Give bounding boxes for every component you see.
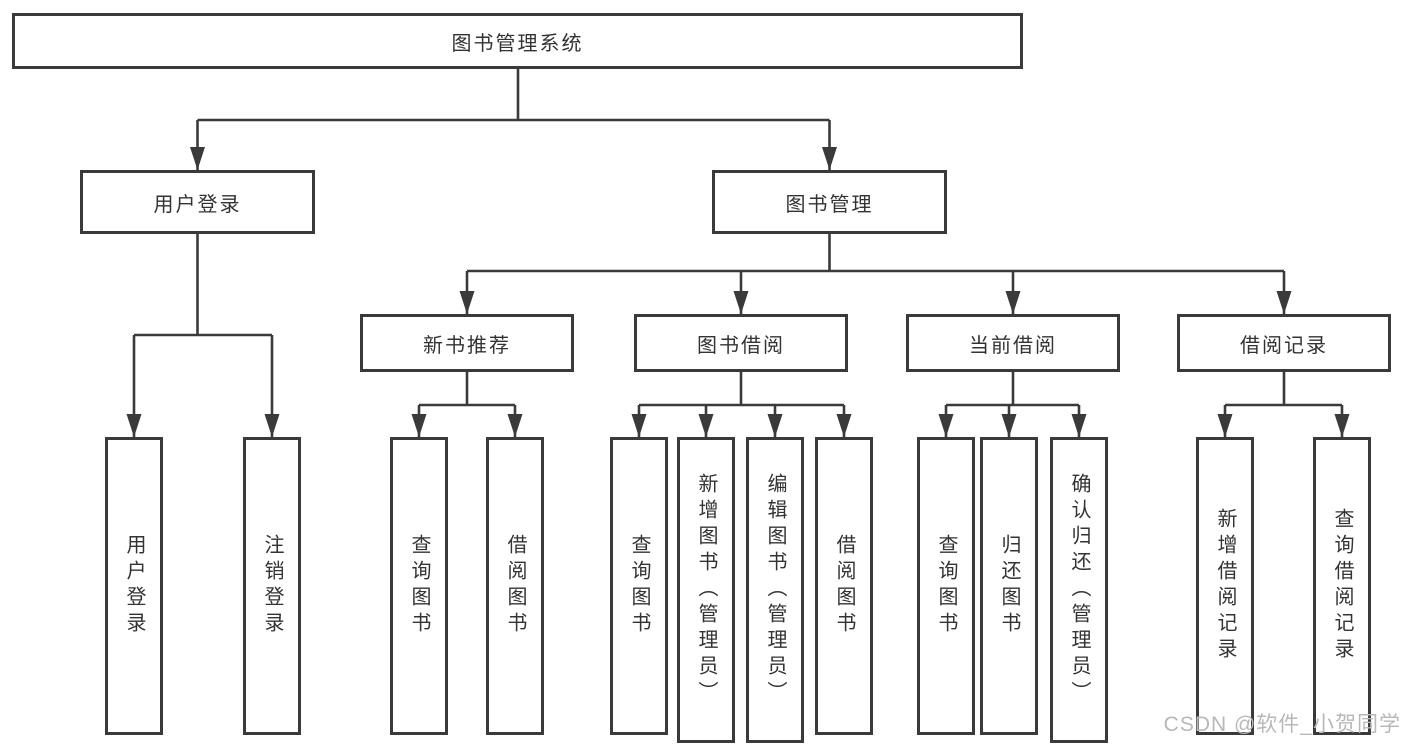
node-library-system: 图书管理系统	[12, 13, 1023, 69]
leaf-add-borrow-record-label: 新增借阅记录	[1214, 508, 1236, 664]
arrowheads	[126, 147, 1350, 437]
leaf-query-books-current-label: 查询图书	[935, 534, 957, 638]
leaf-add-book-admin: 新增图书（管理员）	[677, 437, 735, 743]
node-book-borrow: 图书借阅	[634, 314, 848, 372]
leaf-add-borrow-record: 新增借阅记录	[1196, 437, 1254, 735]
leaf-query-borrow-record: 查询借阅记录	[1313, 437, 1371, 735]
leaf-query-borrow-record-label: 查询借阅记录	[1331, 508, 1353, 664]
node-new-book-recommend: 新书推荐	[360, 314, 574, 372]
node-borrow-records: 借阅记录	[1177, 314, 1391, 372]
leaf-confirm-return-admin: 确认归还（管理员）	[1050, 437, 1108, 743]
leaf-add-book-admin-label: 新增图书（管理员）	[695, 473, 717, 707]
leaf-edit-book-admin-label: 编辑图书（管理员）	[764, 473, 786, 707]
node-user-login: 用户登录	[80, 170, 315, 234]
csdn-watermark: CSDN @软件_小贺同学	[1163, 713, 1401, 736]
leaf-user-login: 用户登录	[105, 437, 163, 735]
leaf-query-books-borrow: 查询图书	[610, 437, 668, 735]
node-current-borrow: 当前借阅	[906, 314, 1120, 372]
leaf-return-book-label: 归还图书	[998, 534, 1020, 638]
leaf-borrow-books-label: 借阅图书	[833, 534, 855, 638]
leaf-query-books-recommend: 查询图书	[390, 437, 448, 735]
node-book-management: 图书管理	[712, 170, 947, 234]
leaf-logout: 注销登录	[243, 437, 301, 735]
leaf-logout-label: 注销登录	[261, 534, 283, 638]
leaf-confirm-return-admin-label: 确认归还（管理员）	[1068, 473, 1090, 707]
leaf-borrow-books: 借阅图书	[815, 437, 873, 735]
leaf-edit-book-admin: 编辑图书（管理员）	[746, 437, 804, 743]
leaf-return-book: 归还图书	[980, 437, 1038, 735]
leaf-query-books-recommend-label: 查询图书	[408, 534, 430, 638]
leaf-query-books-current: 查询图书	[917, 437, 975, 735]
leaf-user-login-label: 用户登录	[123, 534, 145, 638]
leaf-query-books-borrow-label: 查询图书	[628, 534, 650, 638]
leaf-borrow-books-recommend-label: 借阅图书	[504, 534, 526, 638]
leaf-borrow-books-recommend: 借阅图书	[486, 437, 544, 735]
